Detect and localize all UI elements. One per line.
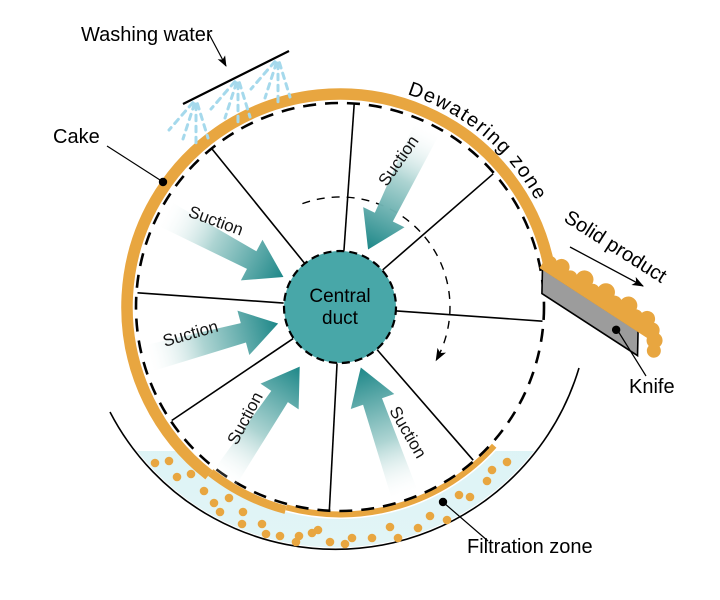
cake-label: Cake [53,126,100,148]
cake-band-forming [285,443,497,518]
suction-arrow [158,202,284,281]
slurry-particle [150,458,160,468]
slurry-particle [172,472,182,482]
slurry-particle [186,469,196,479]
slurry-particle [347,533,357,543]
solid-product-mass [539,255,663,358]
drum-spoke [376,349,474,461]
spray-ray [181,102,196,141]
suction-arrow [350,367,418,499]
slurry-particle [487,465,497,475]
washing-spray [167,60,292,145]
spray-ray [223,81,238,120]
suction-arrow-shape [158,202,284,281]
slurry-particles [150,456,512,549]
drum-spoke [171,337,294,422]
slurry-particle [385,522,395,532]
cake-band [121,88,555,518]
drum-spoke [343,104,355,251]
slurry-particle [313,525,323,535]
suction-arrow [363,123,439,250]
knife-leader-line [617,330,647,377]
slurry-particle [261,529,271,539]
spray-ray [209,80,237,111]
slurry-particle [238,507,248,517]
spray-ray [237,81,252,119]
filtration-zone-label: Filtration zone [467,536,593,558]
suction-arrow-shape [350,367,418,499]
slurry-particle [209,498,219,508]
rotation-direction-arrow [302,196,451,362]
slurry-particle [215,507,225,517]
drum-surface-dashed-circle [134,101,546,513]
slurry-particle [291,537,301,547]
knife-assembly [539,255,663,358]
slurry-particle [442,515,452,525]
cake-band-full [121,88,555,480]
slurry-particle [482,476,492,486]
slurry-particle [367,533,377,543]
spray-ray [195,102,210,140]
drum-spoke [382,173,494,271]
drum-spokes [137,104,543,510]
trough-wall [109,367,580,551]
drum-spoke [396,310,543,322]
slurry-particle [199,486,209,496]
slurry-particle [393,533,403,543]
drum-spoke [328,363,338,510]
cake-leader-line [106,145,161,181]
suction-arrow-shape [213,366,300,486]
drum-spoke [137,292,284,304]
spray-ray [277,61,292,99]
slurry-particle [325,537,335,547]
suction-arrow-shape [363,123,439,250]
cake-band-growing [208,469,287,514]
central-duct-label-line1: Central [309,286,370,307]
filtration-leader-line [443,502,489,542]
central-duct-label-line2: duct [322,308,359,329]
spray-ray [263,61,278,100]
slurry-particle [502,457,512,467]
knife-label: Knife [629,376,675,398]
spray-ray [167,101,195,132]
washing-water-label: Washing water [81,24,213,46]
spray-bar [182,50,290,105]
slurry-particle [257,519,267,529]
suction-arrow [145,310,279,372]
drum-spoke [211,148,306,264]
slurry-particle [413,523,423,533]
suction-arrow-shape [145,310,279,372]
cake-leader-dot [158,177,168,187]
slurry-particle [454,490,464,500]
slurry-liquid [137,451,534,548]
washing-water-leader-arrow [208,33,227,67]
slurry-particle [275,531,285,541]
slurry-particle [164,456,174,466]
slurry-particle [237,519,247,529]
slurry-particle [224,493,234,503]
slurry-particle [340,539,350,549]
suction-arrow [213,366,300,486]
spray-ray [249,60,277,91]
slurry-particle [465,492,475,502]
suction-arrows [145,123,439,499]
solid-product-direction-arrow [569,246,644,287]
central-duct [282,249,398,365]
slurry-particle [425,511,435,521]
